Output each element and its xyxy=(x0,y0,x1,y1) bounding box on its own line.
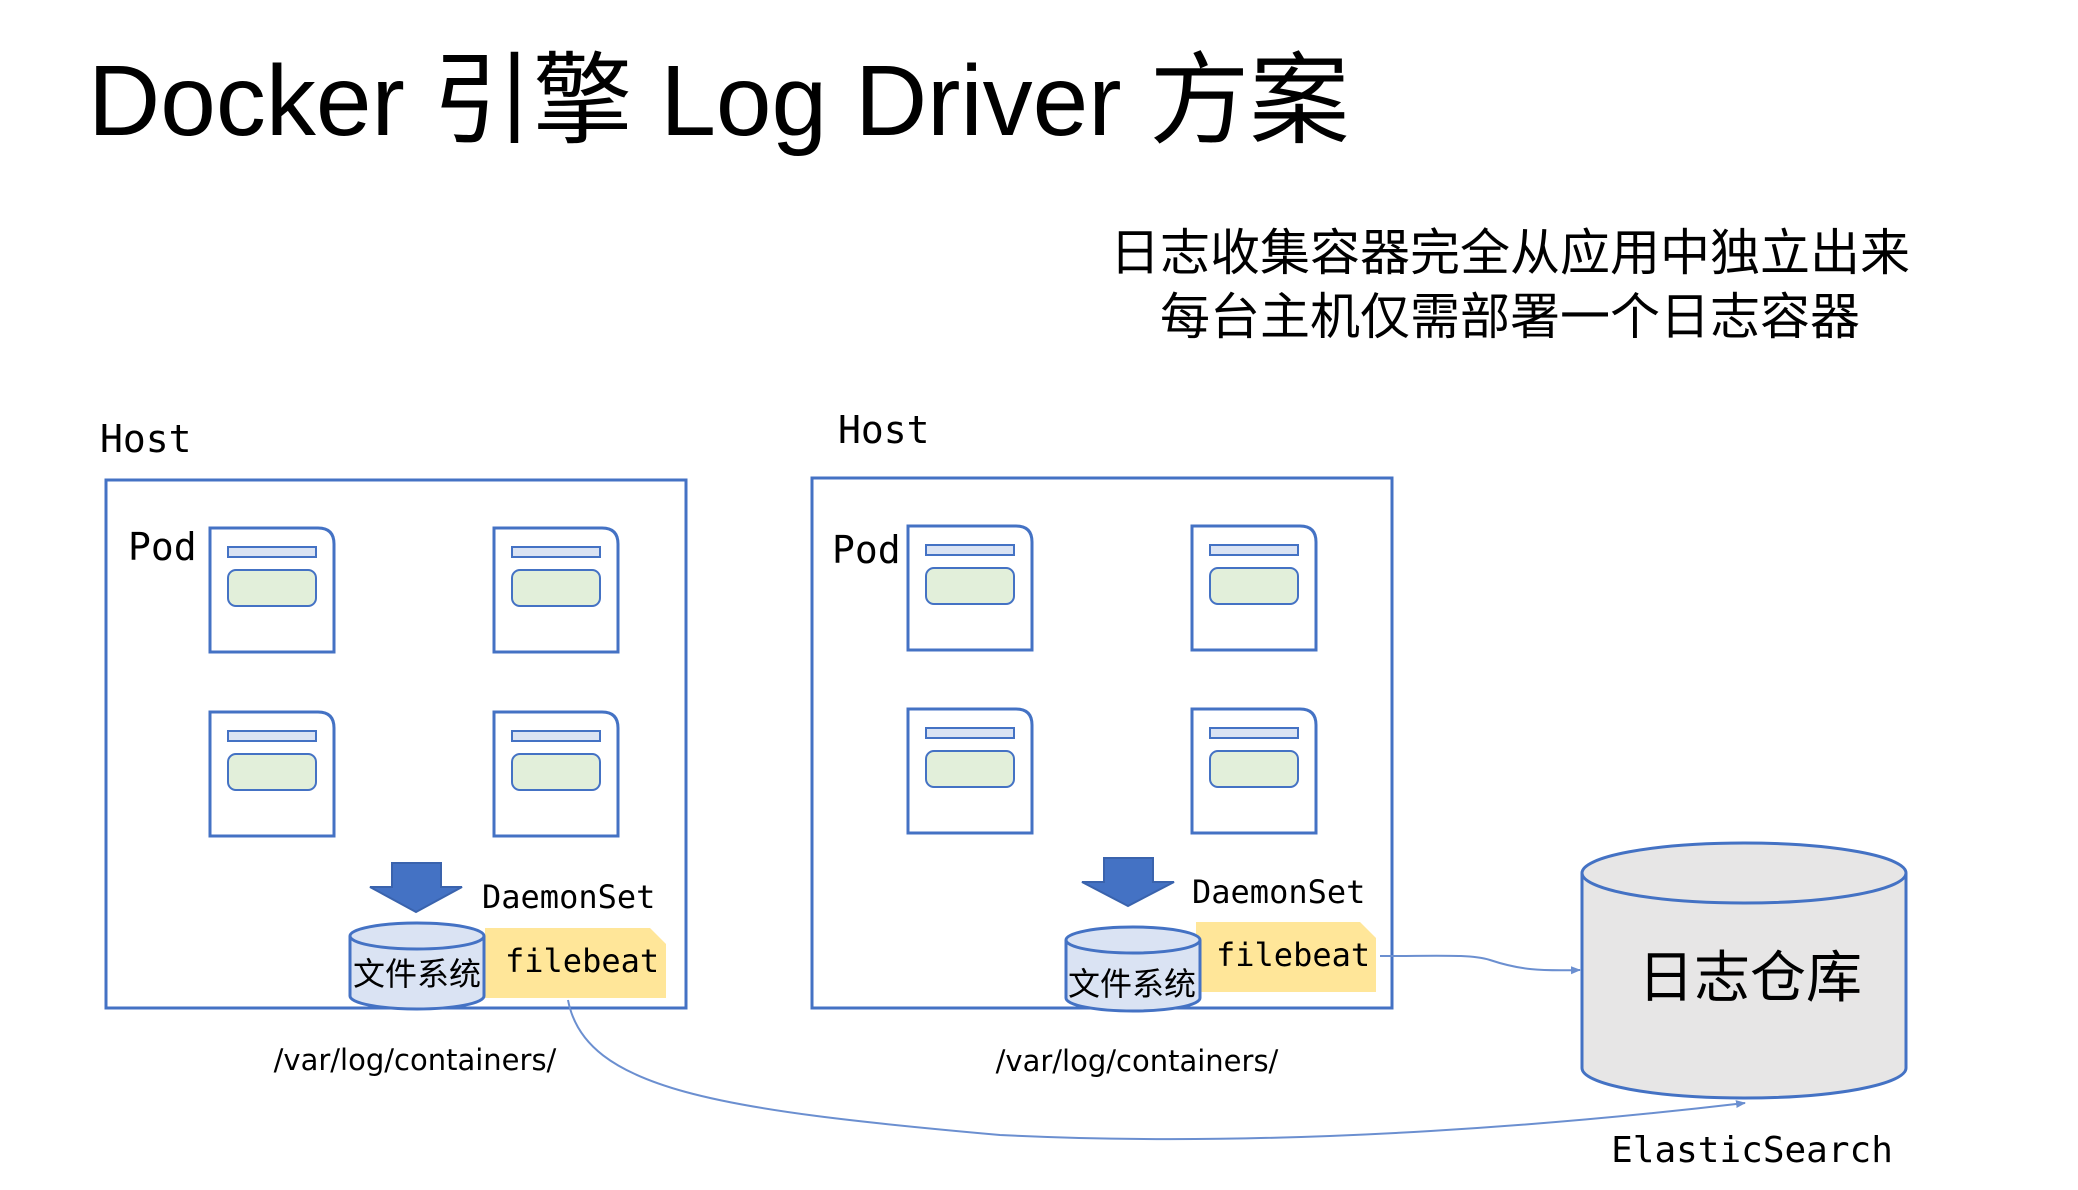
host-left-daemonset-label: DaemonSet xyxy=(482,878,655,916)
host-right-fs-label: 文件系统 xyxy=(1068,965,1196,1003)
page-title: Docker 引擎 Log Driver 方案 xyxy=(88,45,1349,157)
filebeat-tag xyxy=(1196,922,1376,992)
left-filebeat-to-repository-connector xyxy=(567,999,1746,1141)
down-arrow-icon xyxy=(1081,857,1175,908)
host-left-path-label: /var/log/containers/ xyxy=(274,1043,557,1077)
host-left: Host Pod DaemonSet filebeat xyxy=(100,417,688,1077)
pod-icon xyxy=(906,524,1034,652)
pod-icon xyxy=(208,710,336,838)
pod-icon xyxy=(208,526,336,654)
host-right-path-label: /var/log/containers/ xyxy=(996,1044,1279,1078)
filebeat-tag xyxy=(485,928,666,998)
database-cylinder-icon xyxy=(1064,925,1202,1013)
pod-icon xyxy=(1190,707,1318,835)
repository-caption: ElasticSearch xyxy=(1611,1130,1893,1171)
host-left-label: Host xyxy=(100,417,192,461)
repository-label: 日志仓库 xyxy=(1638,946,1862,1011)
host-left-fs-label: 文件系统 xyxy=(353,955,481,993)
host-right-label: Host xyxy=(838,408,930,452)
down-arrow-icon xyxy=(369,862,463,914)
subtitle-line-2: 每台主机仅需部署一个日志容器 xyxy=(1160,288,1860,346)
host-right-agent-label: filebeat xyxy=(1216,936,1370,974)
pod-icon xyxy=(492,526,620,654)
database-cylinder-icon xyxy=(348,921,486,1011)
log-repository: 日志仓库 ElasticSearch xyxy=(1580,841,1908,1171)
subtitle-line-1: 日志收集容器完全从应用中独立出来 xyxy=(1110,224,1910,282)
pod-icon xyxy=(492,710,620,838)
host-right-daemonset-label: DaemonSet xyxy=(1192,873,1365,911)
host-right: Host Pod DaemonSet filebeat xyxy=(810,408,1394,1078)
database-cylinder-icon xyxy=(1580,841,1908,1100)
host-left-agent-label: filebeat xyxy=(505,942,659,980)
pod-icon xyxy=(1190,524,1318,652)
host-right-pod-label: Pod xyxy=(832,528,901,572)
host-left-pod-label: Pod xyxy=(128,525,197,569)
pod-icon xyxy=(906,707,1034,835)
right-filebeat-to-repository-connector xyxy=(1379,954,1581,975)
